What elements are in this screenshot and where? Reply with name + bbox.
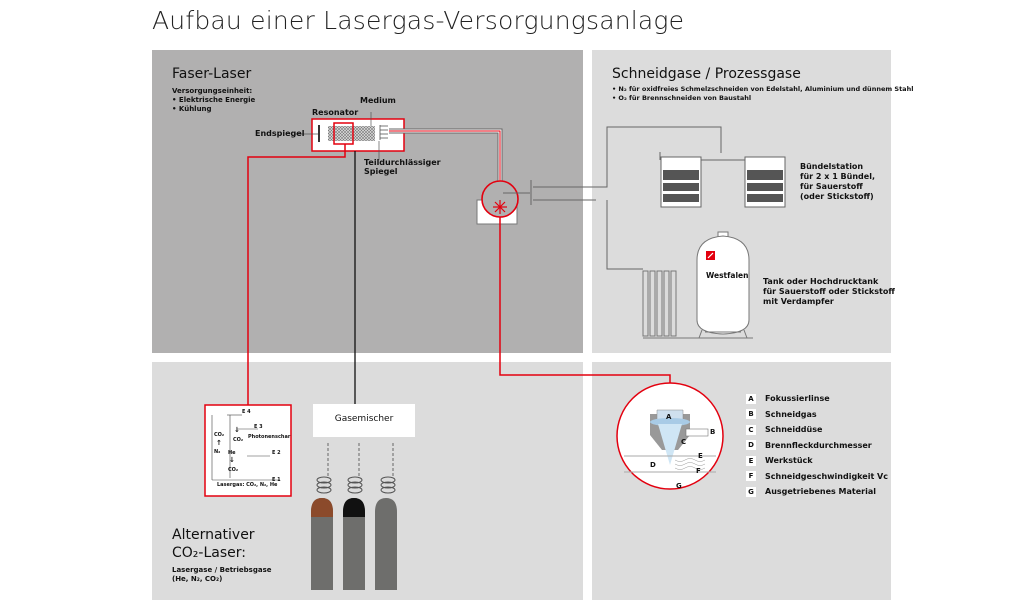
laser-medium [328,126,375,141]
legend-item: E Werkstück [746,453,888,469]
legend-item: B Schneidgas [746,407,888,423]
supply-item: • Elektrische Energie [172,96,256,104]
bundle-line: Bündelstation [800,162,864,171]
legend-label: Ausgetriebenes Material [765,487,876,497]
partial-mirror-label: Teildurchlässiger [364,158,441,167]
legend-label: Brennfleckdurchmesser [765,440,872,450]
legend-item: F Schneidgeschwindigkeit Vc [746,469,888,485]
legend-label: Schneidgas [765,409,817,419]
partial-mirror-label: Spiegel [364,167,398,176]
bundle-line: (oder Stickstoff) [800,192,874,201]
label-a: A [666,413,672,421]
vaporizer-icon [642,270,753,339]
label-g: G [676,482,682,490]
co2-label: CO₂ [233,437,244,443]
supply-title: Versorgungseinheit: [172,87,253,95]
supply-item: • Kühlung [172,105,212,113]
label-f: F [696,467,701,475]
label-d: D [650,461,656,469]
co2-heading-line: Alternativer [172,527,255,543]
co2-label: CO₂ [228,467,239,473]
energy-level-diagram: E 4 E 3 E 2 E 1 CO₂ ↑ N₂ ↓ CO₂ Photonens… [205,405,291,496]
arrow-up-icon: ↑ [216,439,222,447]
legend-key: F [746,471,756,482]
e3-label: E 3 [254,424,263,430]
he-label: He [228,450,236,456]
label-c: C [681,438,687,446]
co2-heading-line: CO₂-Laser: [172,545,246,561]
legend-item: C Schneiddüse [746,422,888,438]
page-title: Aufbau einer Lasergas-Versorgungsanlage [152,6,685,35]
gas-item: • N₂ für oxidfreies Schmelzschneiden von… [612,85,914,93]
legend-key: E [746,455,756,466]
label-b: B [710,428,716,436]
co2-gases-line: (He, N₂, CO₂) [172,575,223,583]
n2-label: N₂ [214,449,221,455]
cutting-head-legend: A Fokussierlinse B Schneidgas C Schneiddüse… [746,391,888,500]
legend-label: Werkstück [765,456,813,466]
cutting-gases-heading: Schneidgase / Prozessgase [612,66,801,82]
bundle-line: für Sauerstoff [800,182,863,191]
tank-brand: Westfalen [706,271,749,280]
tank-line: für Sauerstoff oder Stickstoff [763,287,895,296]
arrow-down-icon: ↓ [229,456,235,464]
legend-label: Fokussierlinse [765,394,830,404]
medium-label: Medium [360,96,396,105]
photon-label: Photonenschar [248,434,291,440]
partial-mirror-icon [379,125,388,140]
legend-key: A [746,393,756,404]
legend-item: A Fokussierlinse [746,391,888,407]
co2-heading: Alternativer CO₂-Laser: [172,526,255,562]
legend-item: G Ausgetriebenes Material [746,484,888,500]
legend-label: Schneiddüse [765,425,823,435]
co2-gases-line: Lasergase / Betriebsgase [172,566,272,574]
label-e: E [698,452,703,460]
tank-icon [696,231,750,339]
bundle-station-icon [660,156,786,208]
end-mirror-label: Endspiegel [255,129,305,138]
tank-line: Tank oder Hochdrucktank [763,277,879,286]
resonator-label: Resonator [312,108,359,117]
tank-line: mit Verdampfer [763,297,834,306]
fiber-laser-heading: Faser-Laser [172,66,252,82]
gas-mixer-label: Gasemischer [334,414,394,424]
legend-key: C [746,424,756,435]
bundle-station-label: Bündelstation für 2 x 1 Bündel, für Saue… [800,162,875,202]
legend-label: Schneidgeschwindigkeit Vc [765,471,888,481]
tank-label: Tank oder Hochdrucktank für Sauerstoff o… [763,277,895,307]
e2-label: E 2 [272,450,281,456]
bundle-line: für 2 x 1 Bündel, [800,172,875,181]
e4-label: E 4 [242,409,251,415]
arrow-down-icon: ↓ [234,426,240,434]
co2-gases: Lasergase / Betriebsgase (He, N₂, CO₂) [172,566,271,584]
legend-item: D Brennfleckdurchmesser [746,438,888,454]
energy-caption: Lasergas: CO₂, N₂, He [217,482,278,488]
legend-key: D [746,440,756,451]
co2-label: CO₂ [214,432,225,438]
gas-mixer-box [313,404,415,437]
e1-label: E 1 [272,477,281,483]
gas-cylinders [311,443,397,590]
legend-key: G [746,486,756,497]
legend-key: B [746,409,756,420]
gas-item: • O₂ für Brennschneiden von Baustahl [612,94,752,102]
